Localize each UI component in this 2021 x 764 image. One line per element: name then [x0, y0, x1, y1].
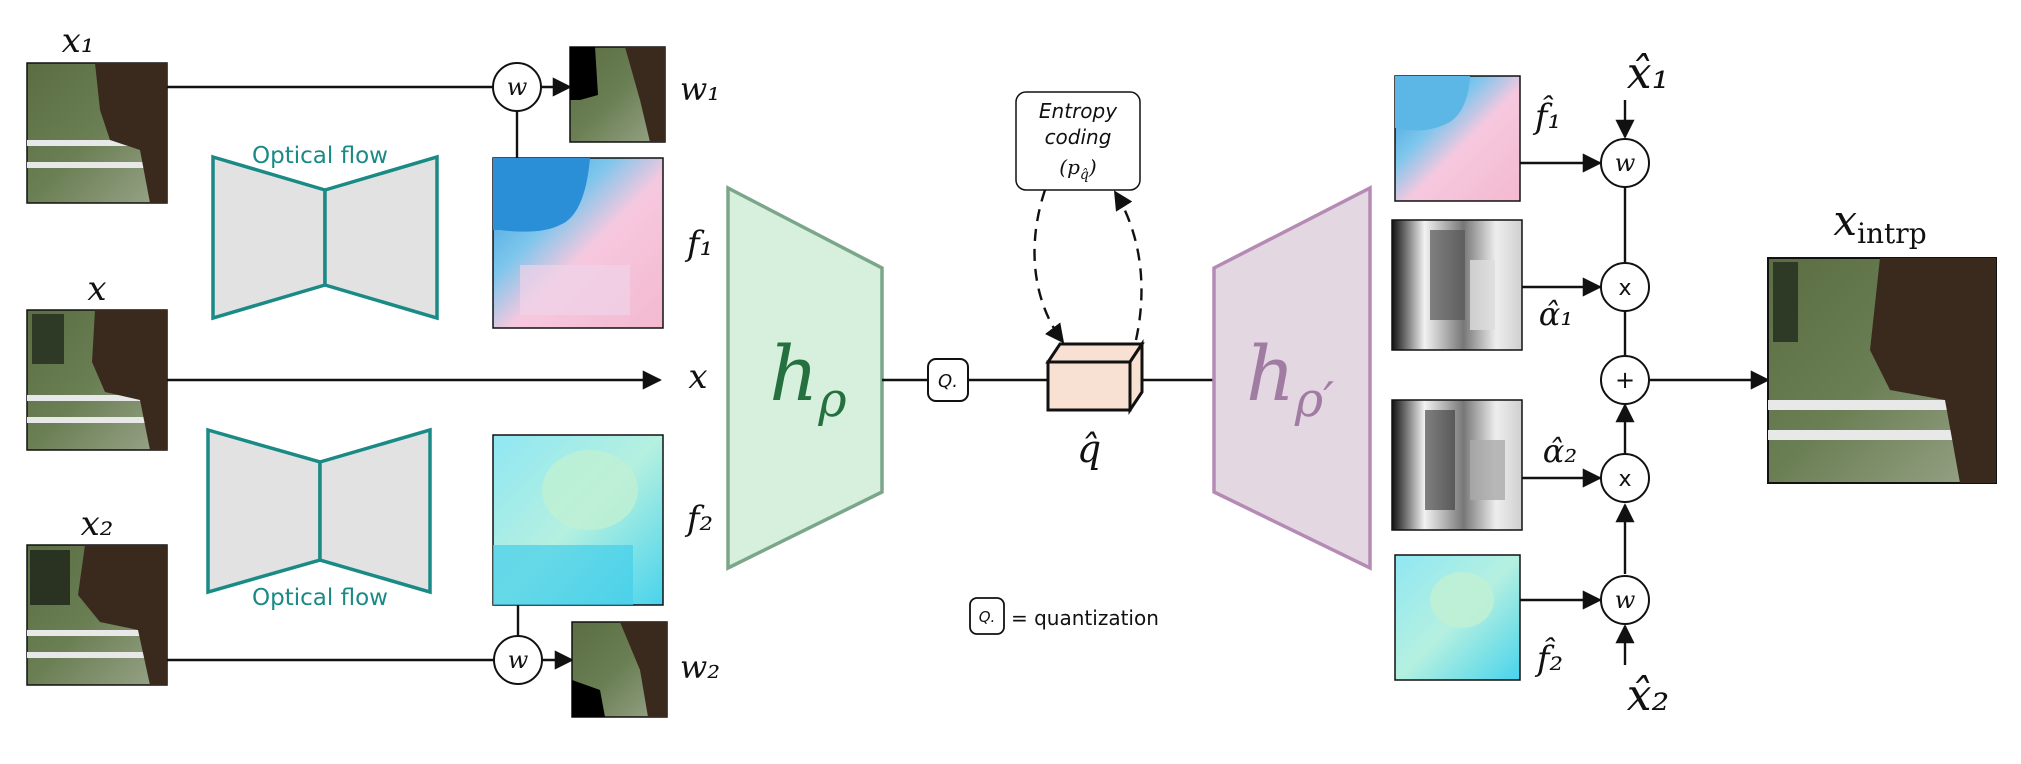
entropy-line2: coding [1045, 125, 1112, 149]
entropy-close: ) [1088, 155, 1097, 179]
x-middle-label: x [688, 357, 707, 397]
output-label-sub: intrp [1857, 217, 1927, 250]
optical-flow-net-top [211, 154, 439, 321]
legend-symbol: Q. [979, 608, 996, 626]
output-label-x: x [1833, 196, 1857, 245]
w1-label: w₁ [680, 70, 720, 108]
mult-symbol-bottom: x [1618, 467, 1631, 492]
input-frame-x1 [26, 62, 168, 204]
decoder-block [1212, 185, 1372, 571]
warp-symbol-top: w [507, 73, 528, 101]
warp-node-decoder-top: w [1600, 138, 1650, 188]
output-label: xintrp [1833, 196, 1926, 250]
flow-field-f1 [492, 157, 664, 329]
warp-symbol-dec-bottom: w [1615, 586, 1636, 614]
quantization-symbol: Q. [938, 371, 958, 392]
optical-flow-label-bottom: Optical flow [252, 585, 388, 611]
decoded-flow-f2 [1394, 554, 1521, 681]
decoder-label-h: h [1246, 329, 1295, 418]
warp-node-decoder-bottom: w [1600, 575, 1650, 625]
quantization-node: Q. [927, 358, 969, 402]
encoder-label-sub: ρ [817, 372, 846, 428]
optical-flow-label-top: Optical flow [252, 143, 388, 169]
flow-field-f2 [492, 434, 664, 606]
x2-label: x₂ [81, 504, 114, 544]
x2hat-label: x̂₂ [1627, 670, 1669, 721]
warped-frame-w1 [569, 46, 666, 143]
mult-symbol-top: x [1618, 276, 1631, 301]
x1-label: x₁ [62, 21, 95, 61]
multiply-node-bottom: x [1600, 453, 1650, 503]
encoder-label-h: h [769, 329, 818, 418]
entropy-line1: Entropy [1039, 99, 1118, 123]
entropy-line3: (pq̂) [1059, 155, 1096, 183]
alpha1-map [1391, 219, 1523, 351]
entropy-sub: q̂ [1080, 167, 1089, 183]
warp-node-top: w [492, 62, 542, 112]
optical-flow-net-bottom [206, 427, 432, 595]
f1-label: f₁ [684, 224, 713, 264]
decoder-label-sub: ρ′ [1294, 372, 1334, 428]
f1hat-label: f̂₁ [1532, 95, 1561, 137]
interpolated-output-frame [1767, 257, 1997, 484]
x-label: x [87, 269, 106, 309]
warped-frame-w2 [571, 621, 668, 718]
plus-symbol: + [1615, 366, 1635, 394]
encoder-label: hρ [769, 329, 846, 428]
alpha1-label: α̂₁ [1539, 295, 1573, 333]
f2hat-label: f̂₂ [1534, 637, 1563, 679]
legend-text: = quantization [1011, 606, 1159, 630]
decoder-label: hρ′ [1246, 329, 1334, 428]
multiply-node-top: x [1600, 262, 1650, 312]
input-frame-x2 [26, 544, 168, 686]
alpha2-map [1391, 399, 1523, 531]
quantization-legend: Q. = quantization [969, 597, 1159, 635]
encoder-block [726, 185, 884, 571]
f2-label: f₂ [684, 499, 713, 539]
entropy-open: (p [1059, 155, 1080, 179]
latent-box [1045, 339, 1145, 415]
sum-node: + [1600, 355, 1650, 405]
x1hat-label: x̂₁ [1627, 48, 1669, 99]
warp-symbol-dec-top: w [1615, 149, 1636, 177]
decoded-flow-f1 [1394, 75, 1521, 202]
w2-label: w₂ [680, 648, 720, 686]
alpha2-label: α̂₂ [1543, 432, 1577, 470]
input-frame-x [26, 309, 168, 451]
warp-symbol-bottom: w [508, 646, 529, 674]
latent-label: q̂ [1077, 427, 1101, 471]
entropy-coding-box: Entropy coding (pq̂) [1015, 91, 1141, 191]
warp-node-bottom: w [493, 635, 543, 685]
